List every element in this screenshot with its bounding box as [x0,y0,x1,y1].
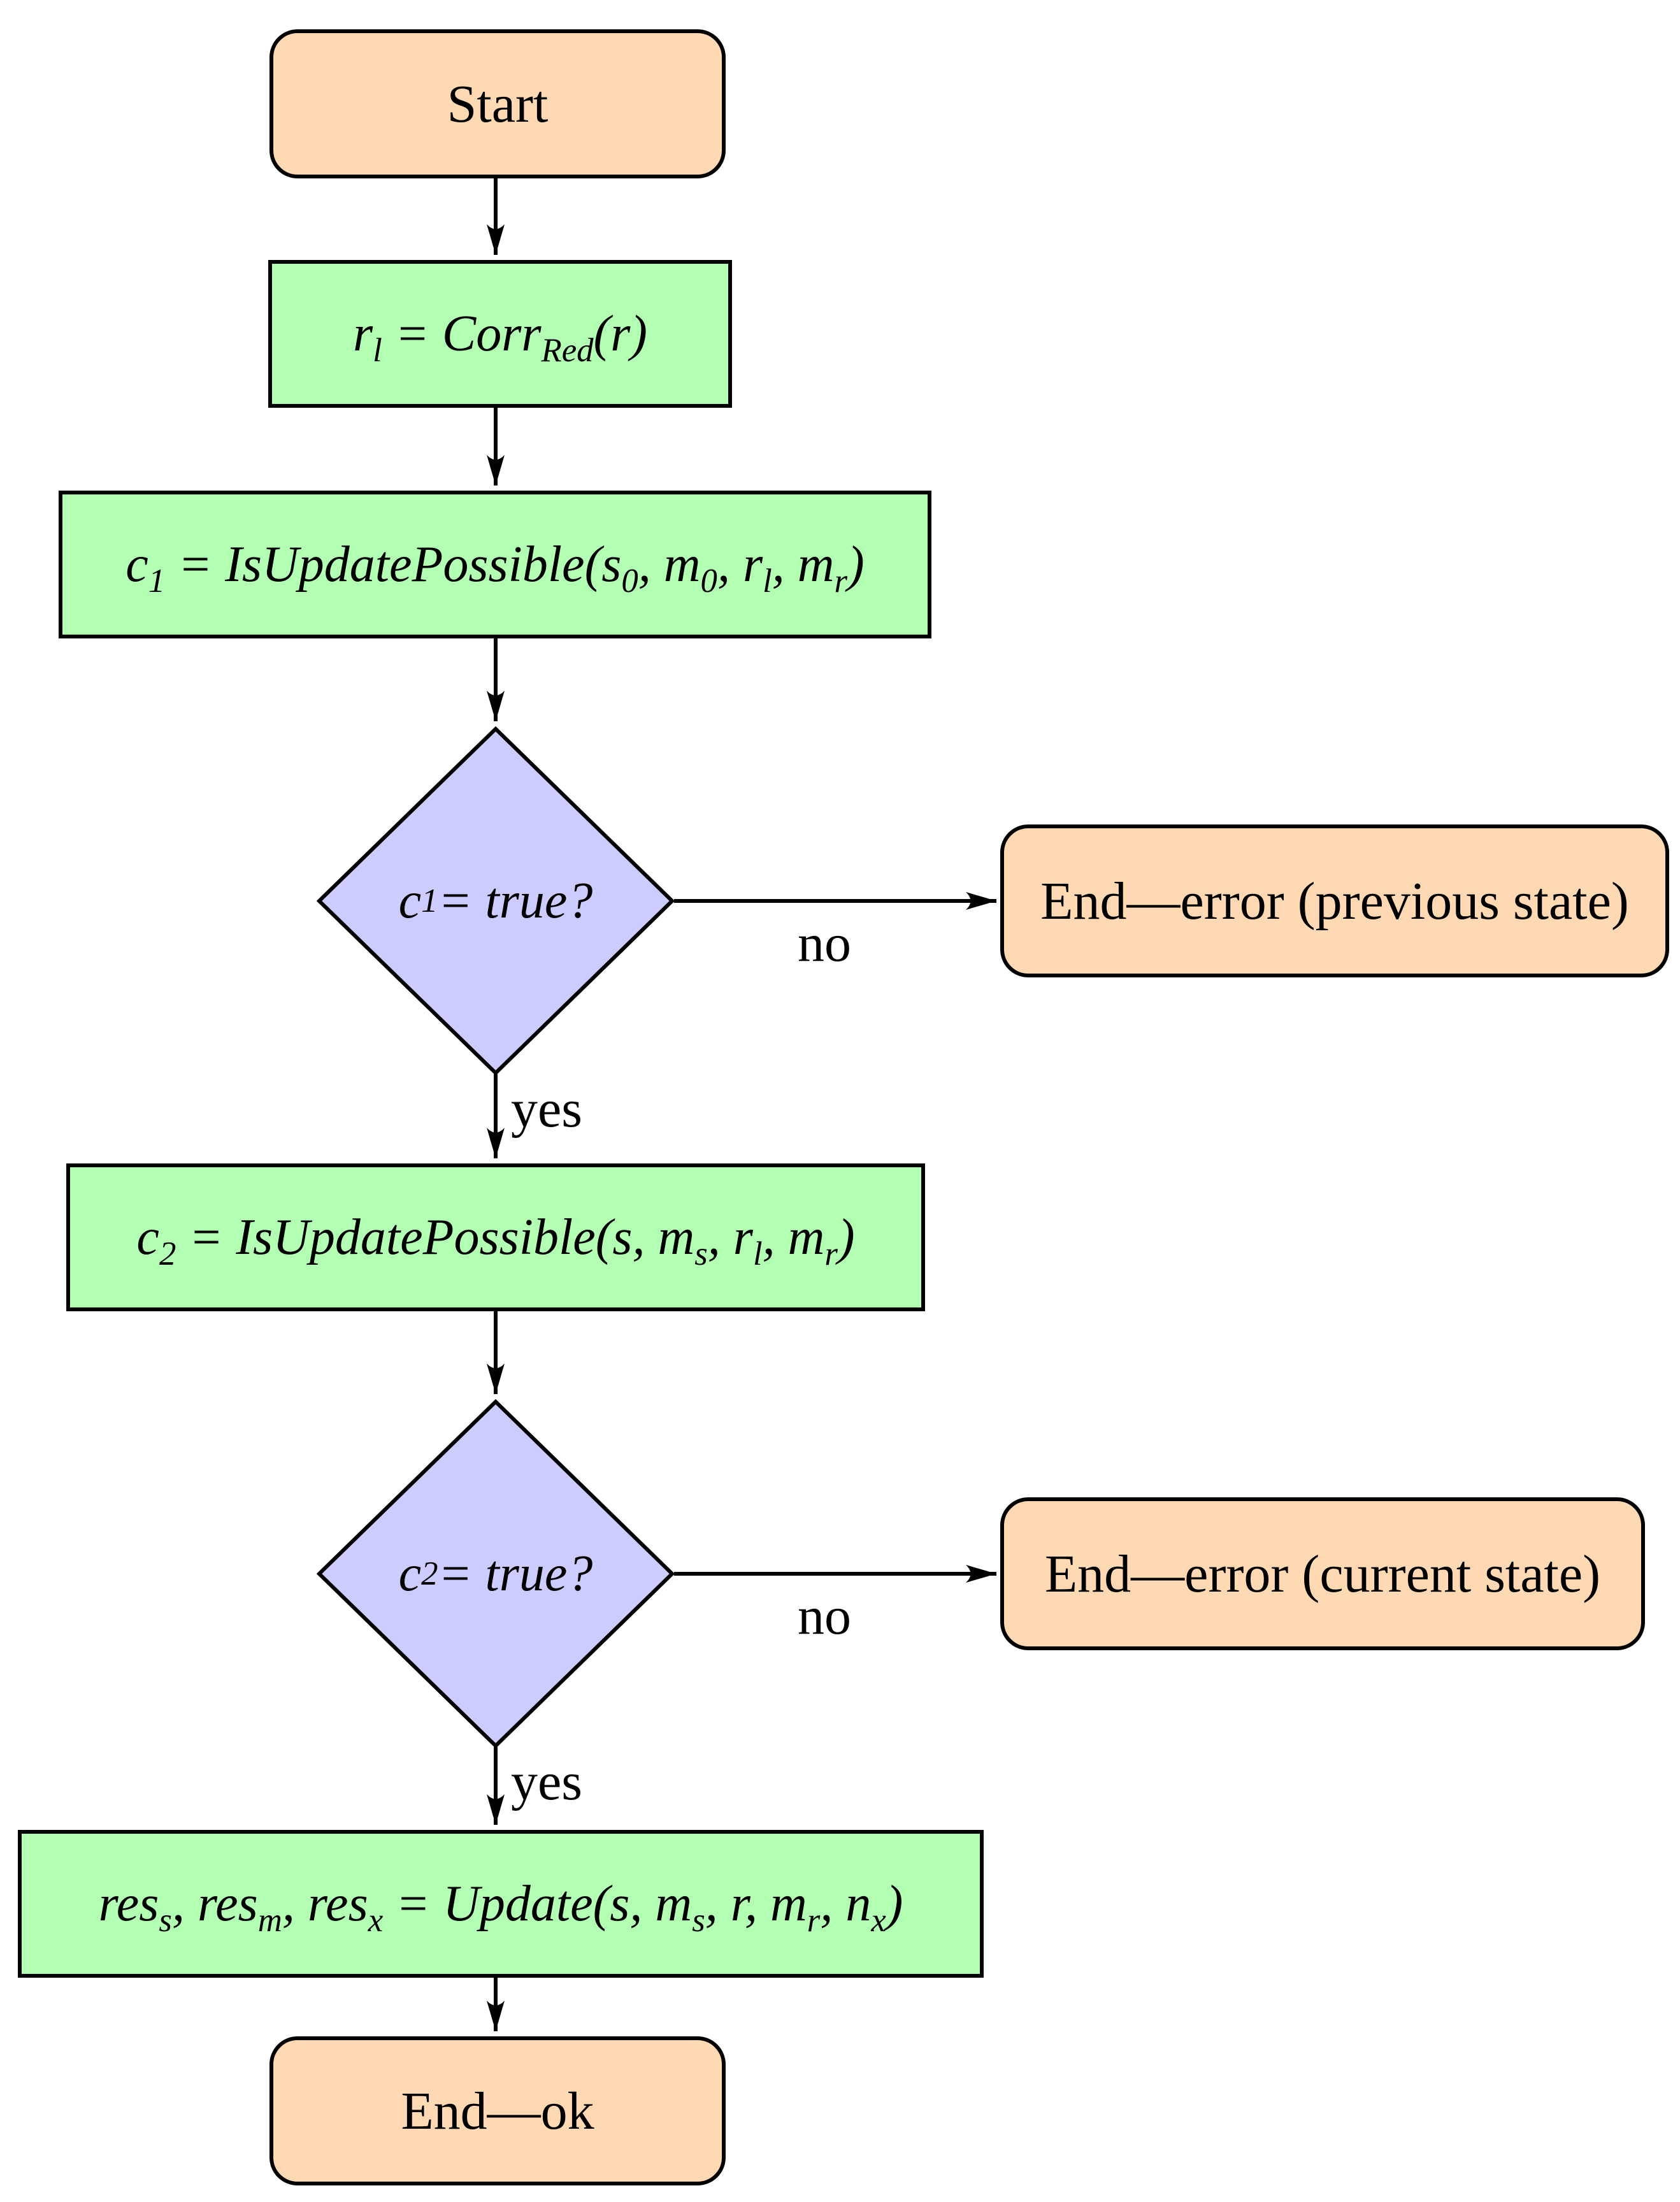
process-corr-label: rl = CorrRed(r) [353,305,647,369]
decision-c1-shape [317,726,675,1076]
edge-label-no-2: no [798,1587,851,1646]
process-update: ress, resm, resx = Update(s, ms, r, mr, … [18,1830,984,1978]
decision-c2-shape [317,1399,675,1748]
process-check2-label: c2 = IsUpdatePossible(s, ms, rl, mr) [136,1209,855,1272]
terminal-end-ok-label: End—ok [401,2081,594,2141]
start-terminal: Start [269,29,726,178]
process-check1-label: c1 = IsUpdatePossible(s0, m0, rl, mr) [126,536,865,600]
process-corr: rl = CorrRed(r) [268,260,732,408]
process-update-label: ress, resm, resx = Update(s, ms, r, mr, … [98,1875,903,1939]
edge-label-yes-2: yes [511,1752,582,1811]
edge-label-no-1: no [798,914,851,973]
process-check2: c2 = IsUpdatePossible(s, ms, rl, mr) [66,1163,925,1311]
terminal-error-current-label: End—error (current state) [1044,1544,1601,1604]
terminal-end-ok: End—ok [269,2036,726,2185]
terminal-error-current: End—error (current state) [1000,1497,1645,1650]
edge-label-yes-1: yes [511,1079,582,1139]
process-check1: c1 = IsUpdatePossible(s0, m0, rl, mr) [59,491,931,638]
terminal-error-previous: End—error (previous state) [1000,824,1669,977]
terminal-error-previous-label: End—error (previous state) [1040,871,1629,931]
start-label: Start [447,74,549,134]
